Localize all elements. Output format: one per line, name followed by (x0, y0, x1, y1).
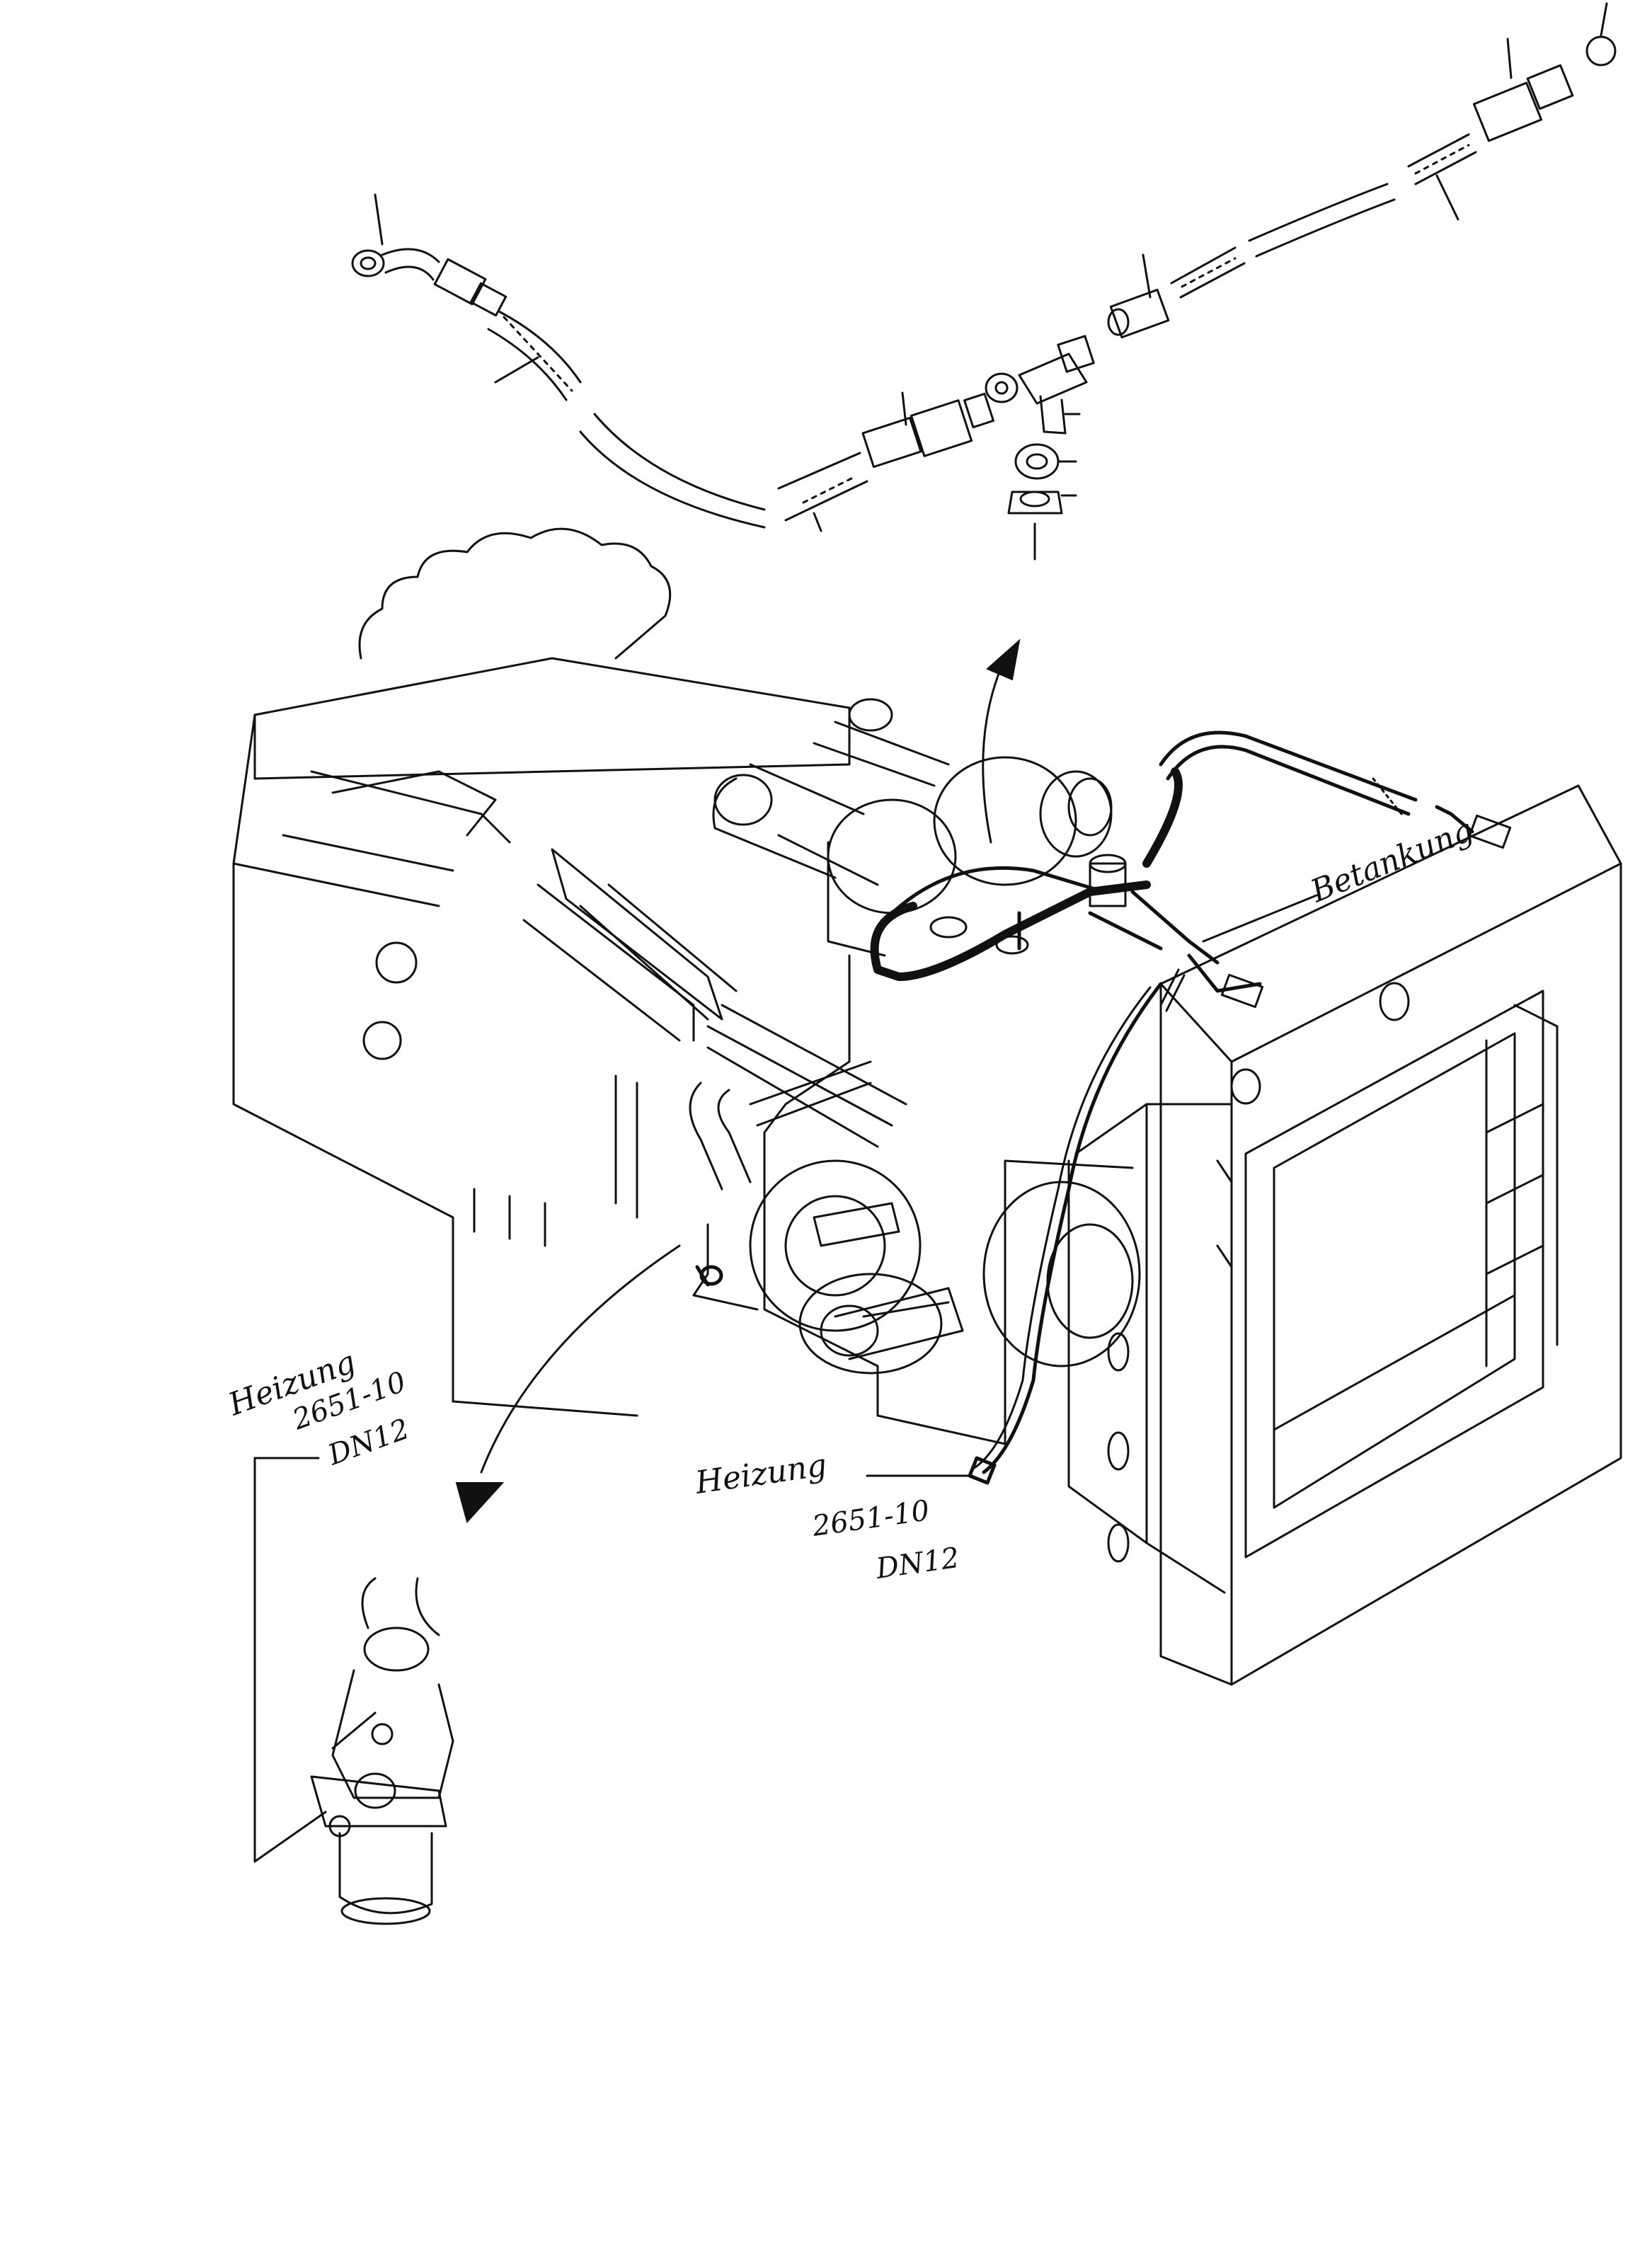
engine-block (232, 527, 950, 1417)
arrow-down-head (455, 1482, 505, 1524)
exploded-hose-assembly (351, 2, 1617, 561)
radiator (1067, 784, 1622, 1686)
arrow-up-head (986, 638, 1021, 681)
heater-outlet-detail (253, 1457, 454, 1925)
heizung-center-part: 2651-10 (810, 1494, 931, 1543)
betankung-text: Betankung (1305, 812, 1479, 910)
right-hose-segment (1107, 2, 1617, 339)
flow-arrows (455, 638, 1021, 1524)
heizung-center-size: DN12 (873, 1542, 961, 1585)
tee-fitting-group (861, 335, 1095, 561)
label-betankung: Betankung (1202, 812, 1479, 943)
left-elbow-fitting (351, 193, 507, 317)
intake-pipes (712, 698, 950, 886)
turbocharger (827, 756, 1127, 957)
label-heizung-left: Heizung 2651-10 DN12 (223, 1344, 413, 1472)
heizung-center-name: Heizung (692, 1447, 829, 1501)
front-gear-housing (689, 954, 1141, 1445)
left-hose-segment (487, 310, 868, 532)
heater-hose-routing (870, 730, 1512, 1485)
label-heizung-center: Heizung 2651-10 DN12 (692, 1447, 971, 1585)
